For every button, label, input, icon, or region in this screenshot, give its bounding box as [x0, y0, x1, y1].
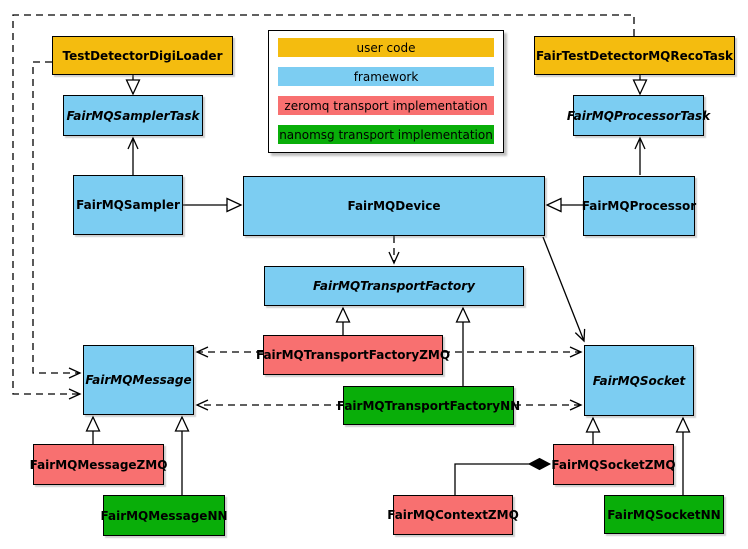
node-fairmqsampler: FairMQSampler — [73, 175, 183, 235]
node-fairmqtransportfactory: FairMQTransportFactory — [264, 266, 524, 306]
node-testdetectordigiloader: TestDetectorDigiLoader — [52, 36, 233, 75]
legend-item-user-code: user code — [278, 38, 494, 57]
node-fairmqmessagezmq: FairMQMessageZMQ — [30, 444, 167, 485]
node-fairmqtransportfactoryzmq: FairMQTransportFactoryZMQ — [256, 335, 450, 375]
node-fairmqmessage: FairMQMessage — [83, 345, 194, 415]
node-fairmqdevice: FairMQDevice — [243, 176, 545, 236]
node-fairmqcontextzmq: FairMQContextZMQ — [387, 495, 519, 535]
legend-item-framework: framework — [278, 67, 494, 86]
legend-item-nanomsg: nanomsg transport implementation — [278, 125, 494, 144]
node-fairmqsocketzmq: FairMQSocketZMQ — [551, 444, 676, 485]
legend: user code framework zeromq transport imp… — [268, 30, 504, 153]
node-fairmqtransportfactorynn: FairMQTransportFactoryNN — [337, 386, 520, 425]
legend-item-zeromq: zeromq transport implementation — [278, 96, 494, 115]
node-fairmqprocessortask: FairMQProcessorTask — [567, 95, 710, 136]
node-fairmqsamplertask: FairMQSamplerTask — [63, 95, 203, 136]
node-fairmqprocessor: FairMQProcessor — [582, 176, 696, 236]
node-fairmqsocket: FairMQSocket — [584, 345, 694, 416]
node-fairmqmessagenn: FairMQMessageNN — [100, 495, 228, 536]
edge-device-uses-socket — [542, 236, 586, 343]
node-fairtestdetectormqrecotask: FairTestDetectorMQRecoTask — [534, 36, 735, 75]
node-fairmqsocketnn: FairMQSocketNN — [604, 495, 724, 534]
edge-contextzmq-composed-in-socketzmq — [454, 457, 552, 495]
